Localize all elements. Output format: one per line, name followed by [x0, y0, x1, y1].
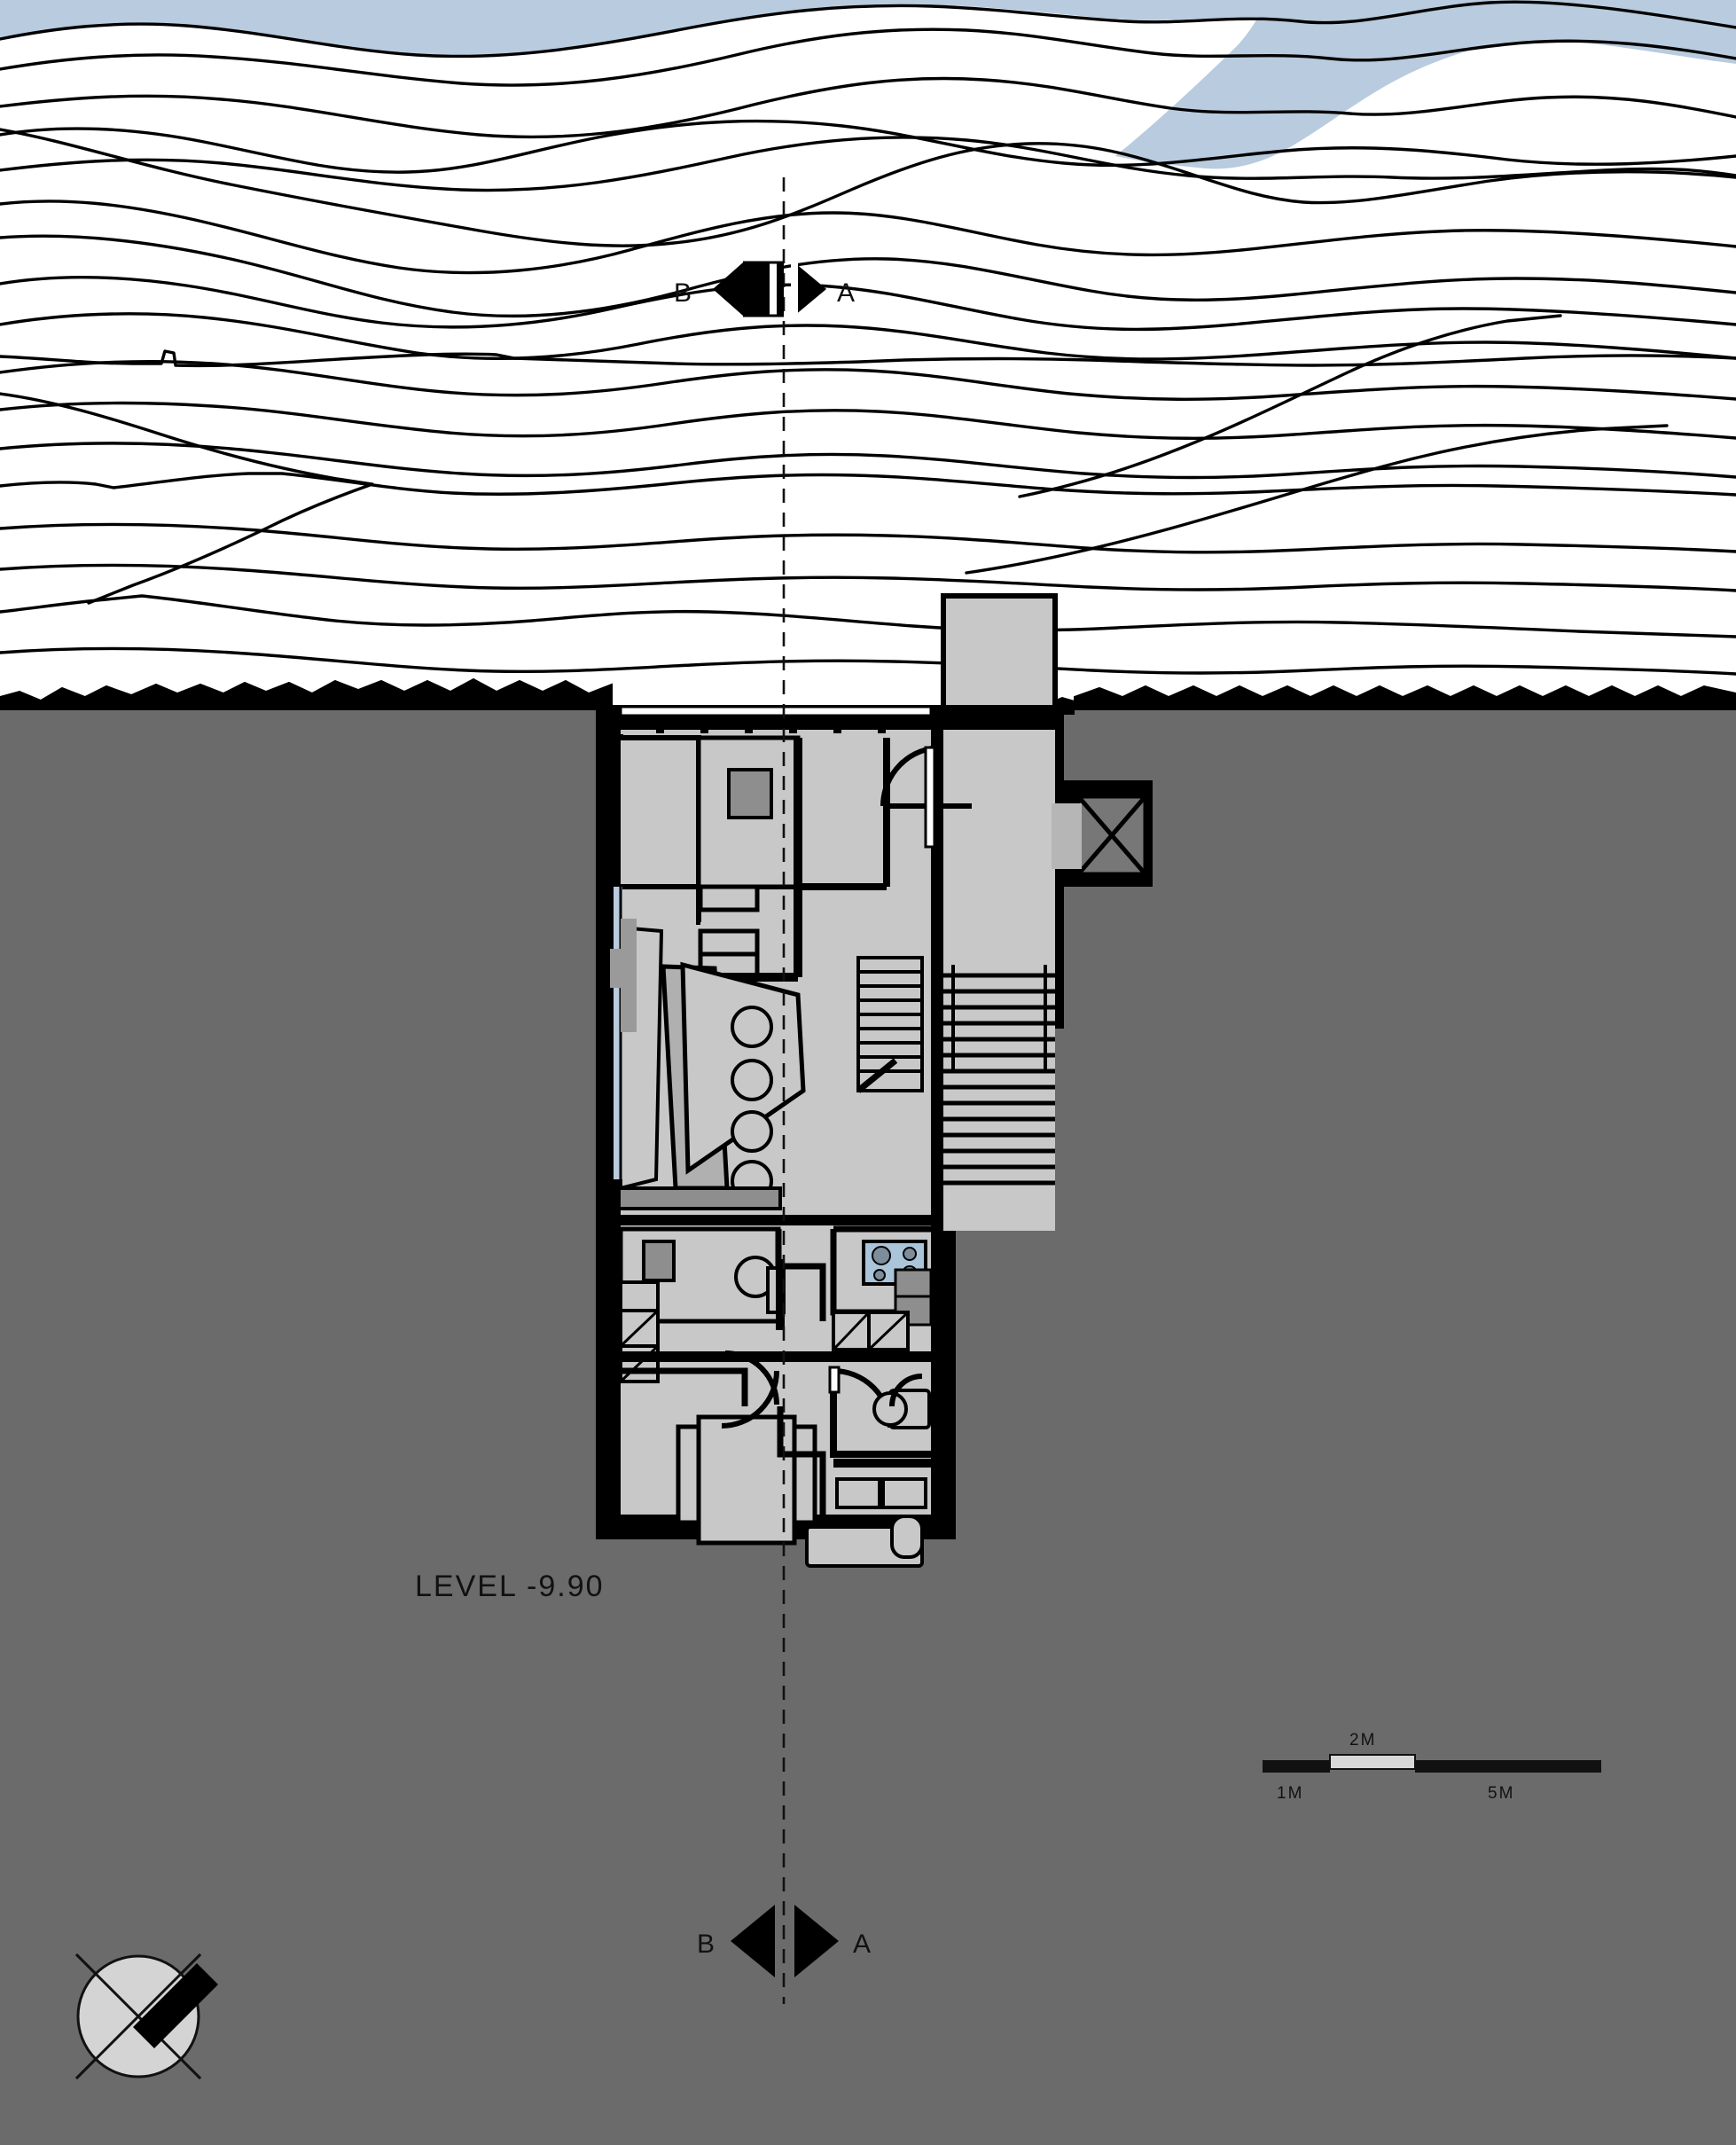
north-arrow-compass	[74, 1953, 218, 2080]
room-kitchen	[830, 1225, 933, 1351]
ground-mass	[0, 709, 1736, 2145]
corridor-wall	[794, 738, 890, 890]
kitchen-closet	[832, 1311, 910, 1351]
closet-upper	[698, 884, 760, 980]
entry-door-leaf	[924, 746, 936, 849]
room-bedroom-lower	[621, 1367, 826, 1546]
level-note: LEVEL -9.90	[415, 1570, 605, 1603]
window-band-north	[619, 705, 933, 733]
nightstand-upper	[727, 768, 773, 819]
main-stair	[943, 965, 1055, 1231]
scale-bar: 1M 2M 5M	[1263, 1731, 1601, 1803]
west-glazed-wall	[610, 887, 637, 1179]
partition-mid-b	[621, 1186, 782, 1210]
light-well-skylight	[1052, 794, 1148, 877]
scale-label-5m: 5M	[1488, 1784, 1514, 1803]
room-bathroom	[805, 1366, 931, 1568]
compass-needle	[133, 1963, 218, 2048]
scale-label-2m: 2M	[1349, 1731, 1376, 1750]
secondary-stair	[856, 956, 924, 1093]
wc-fixture	[872, 1389, 931, 1429]
section-marker-bottom-label-a: A	[853, 1930, 872, 1959]
section-marker-top[interactable]: B A	[674, 257, 856, 323]
section-marker-bottom[interactable]: B A	[697, 1905, 872, 1977]
sink-counter	[835, 1477, 927, 1509]
topographic-contours	[0, 0, 1736, 676]
section-marker-top-label-b: B	[674, 278, 693, 308]
section-marker-top-label-a: A	[837, 278, 856, 308]
section-marker-bottom-label-b: B	[697, 1930, 716, 1959]
door-swing-lower	[721, 1370, 779, 1429]
closet-mid	[619, 1280, 660, 1383]
scale-label-1m: 1M	[1277, 1784, 1303, 1803]
bathtub	[805, 1515, 924, 1568]
earth-cut-line-right	[1074, 685, 1736, 710]
